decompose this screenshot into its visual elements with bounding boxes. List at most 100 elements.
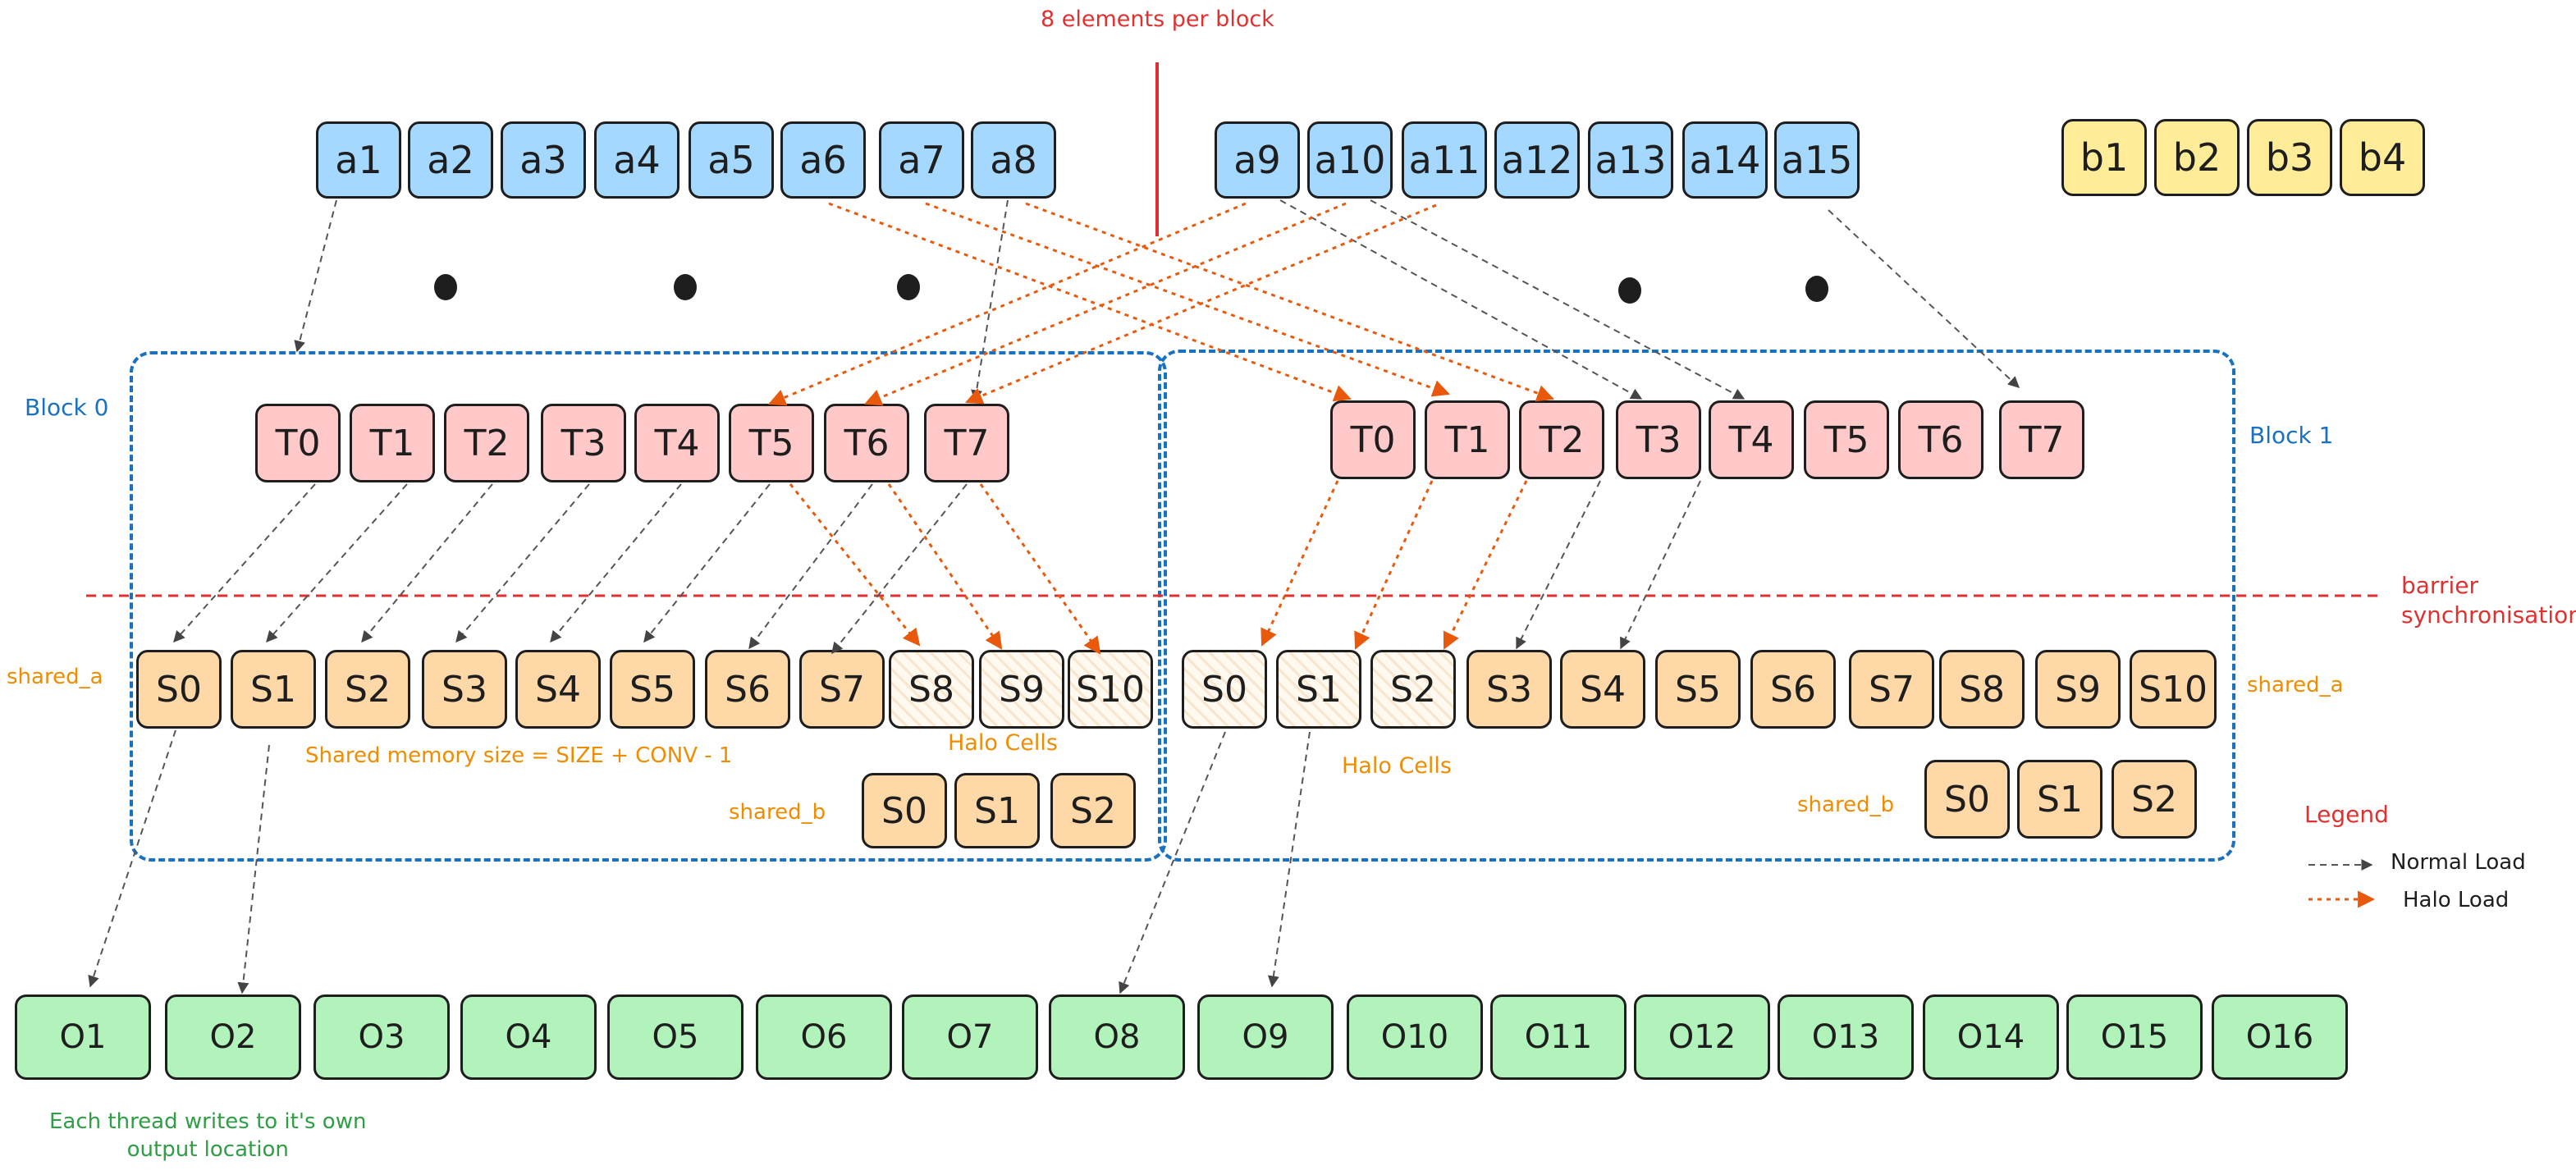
output-cell: O1 bbox=[15, 994, 151, 1080]
block-1-shared-a-label: shared_a bbox=[2247, 673, 2344, 697]
block-0-thread: T0 bbox=[255, 404, 341, 482]
block-0-boundary bbox=[130, 351, 1167, 862]
block-1-shared-a-cell: S10 bbox=[2130, 650, 2217, 729]
ellipsis-dot bbox=[1805, 276, 1828, 302]
block-0-thread: T1 bbox=[350, 404, 435, 482]
output-note: Each thread writes to it's own output lo… bbox=[49, 1109, 367, 1162]
block-1-shared-a-cell: S3 bbox=[1466, 650, 1552, 729]
output-cell: O14 bbox=[1923, 994, 2059, 1080]
block-0-thread: T7 bbox=[924, 404, 1009, 482]
block-1-thread: T6 bbox=[1898, 400, 1983, 479]
block-0-shared-b-label: shared_b bbox=[729, 800, 826, 825]
block-0-shared-a-cell: S4 bbox=[515, 650, 601, 729]
block-1-shared-a-cell: S7 bbox=[1849, 650, 1934, 729]
block-0-thread: T3 bbox=[541, 404, 626, 482]
barrier-label: barrier synchronisation bbox=[2401, 572, 2576, 629]
block-1-shared-b-cell: S1 bbox=[2017, 760, 2102, 839]
input-a-cell: a10 bbox=[1307, 121, 1393, 199]
input-a-cell: a4 bbox=[594, 121, 679, 199]
output-cell: O13 bbox=[1778, 994, 1914, 1080]
block-0-shared-a-cell: S6 bbox=[705, 650, 790, 729]
legend-normal-label: Normal Load bbox=[2391, 850, 2526, 875]
legend-title: Legend bbox=[2304, 801, 2389, 828]
output-cell: O3 bbox=[313, 994, 450, 1080]
output-cell: O6 bbox=[756, 994, 892, 1080]
block-1-thread: T3 bbox=[1616, 400, 1701, 479]
input-a-cell: a8 bbox=[971, 121, 1056, 199]
block-1-shared-a-cell: S9 bbox=[2035, 650, 2121, 729]
block-0-thread: T4 bbox=[634, 404, 720, 482]
elements-per-block-label: 8 elements per block bbox=[1041, 7, 1274, 32]
ellipsis-dot bbox=[1618, 277, 1641, 304]
block-0-halo-cell: S10 bbox=[1068, 650, 1153, 729]
input-a-cell: a2 bbox=[408, 121, 493, 199]
input-b-cell: b2 bbox=[2154, 119, 2240, 196]
block-1-thread: T2 bbox=[1519, 400, 1604, 479]
block-0-shared-a-label: shared_a bbox=[7, 665, 103, 689]
input-a-cell: a15 bbox=[1774, 121, 1860, 199]
block-0-halo-cell: S8 bbox=[889, 650, 974, 729]
block-0-halo-cell: S9 bbox=[979, 650, 1064, 729]
output-cell: O9 bbox=[1197, 994, 1334, 1080]
block-0-shared-a-cell: S7 bbox=[799, 650, 885, 729]
block-0-shared-b-cell: S2 bbox=[1050, 773, 1136, 848]
input-a-cell: a1 bbox=[316, 121, 401, 199]
normal-load-arrow bbox=[294, 199, 337, 353]
block-0-shared-b-cell: S0 bbox=[862, 773, 947, 848]
block-0-thread: T5 bbox=[729, 404, 814, 482]
block-1-thread: T5 bbox=[1804, 400, 1889, 479]
block-1-shared-a-cell: S4 bbox=[1560, 650, 1645, 729]
output-cell: O15 bbox=[2066, 994, 2203, 1080]
output-cell: O4 bbox=[460, 994, 597, 1080]
block-1-halo-cell: S0 bbox=[1182, 650, 1267, 729]
input-a-cell: a12 bbox=[1494, 121, 1580, 199]
block-1-shared-b-label: shared_b bbox=[1797, 793, 1895, 817]
block-1-shared-a-cell: S8 bbox=[1939, 650, 2025, 729]
input-a-cell: a7 bbox=[879, 121, 964, 199]
output-cell: O10 bbox=[1347, 994, 1483, 1080]
input-a-cell: a13 bbox=[1588, 121, 1673, 199]
block-0-shared-a-cell: S0 bbox=[136, 650, 222, 729]
output-cell: O11 bbox=[1490, 994, 1627, 1080]
input-a-cell: a11 bbox=[1402, 121, 1487, 199]
block-1-shared-b-cell: S0 bbox=[1924, 760, 2010, 839]
input-b-cell: b3 bbox=[2247, 119, 2332, 196]
block-1-thread: T7 bbox=[1999, 400, 2084, 479]
input-b-cell: b1 bbox=[2061, 119, 2147, 196]
block-0-shared-a-cell: S2 bbox=[325, 650, 410, 729]
block-1-thread: T0 bbox=[1330, 400, 1416, 479]
block-1-shared-b-cell: S2 bbox=[2112, 760, 2197, 839]
input-a-cell: a14 bbox=[1682, 121, 1768, 199]
output-cell: O12 bbox=[1634, 994, 1770, 1080]
block-0-label: Block 0 bbox=[25, 394, 109, 421]
block-1-halo-label: Halo Cells bbox=[1342, 753, 1452, 779]
output-cell: O5 bbox=[607, 994, 744, 1080]
output-cell: O8 bbox=[1049, 994, 1185, 1080]
output-cell: O7 bbox=[902, 994, 1038, 1080]
block-1-thread: T1 bbox=[1425, 400, 1510, 479]
block-0-thread: T2 bbox=[444, 404, 529, 482]
block-1-halo-cell: S2 bbox=[1370, 650, 1456, 729]
block-0-halo-label: Halo Cells bbox=[948, 730, 1058, 756]
ellipsis-dot bbox=[897, 274, 920, 300]
block-1-halo-cell: S1 bbox=[1276, 650, 1361, 729]
input-a-cell: a6 bbox=[780, 121, 866, 199]
block-0-thread: T6 bbox=[824, 404, 909, 482]
block-0-shared-b-cell: S1 bbox=[954, 773, 1040, 848]
block-1-label: Block 1 bbox=[2249, 422, 2334, 449]
input-a-cell: a5 bbox=[689, 121, 774, 199]
input-a-cell: a9 bbox=[1215, 121, 1300, 199]
block-0-shared-a-cell: S1 bbox=[231, 650, 316, 729]
shared-memory-size-note: Shared memory size = SIZE + CONV - 1 bbox=[305, 743, 733, 768]
ellipsis-dot bbox=[674, 274, 697, 300]
block-1-thread: T4 bbox=[1709, 400, 1794, 479]
output-cell: O16 bbox=[2212, 994, 2348, 1080]
input-a-cell: a3 bbox=[501, 121, 586, 199]
input-b-cell: b4 bbox=[2340, 119, 2425, 196]
block-1-shared-a-cell: S5 bbox=[1655, 650, 1741, 729]
ellipsis-dot bbox=[434, 274, 457, 300]
output-cell: O2 bbox=[165, 994, 301, 1080]
block-0-shared-a-cell: S5 bbox=[610, 650, 695, 729]
legend-halo-label: Halo Load bbox=[2403, 888, 2510, 912]
